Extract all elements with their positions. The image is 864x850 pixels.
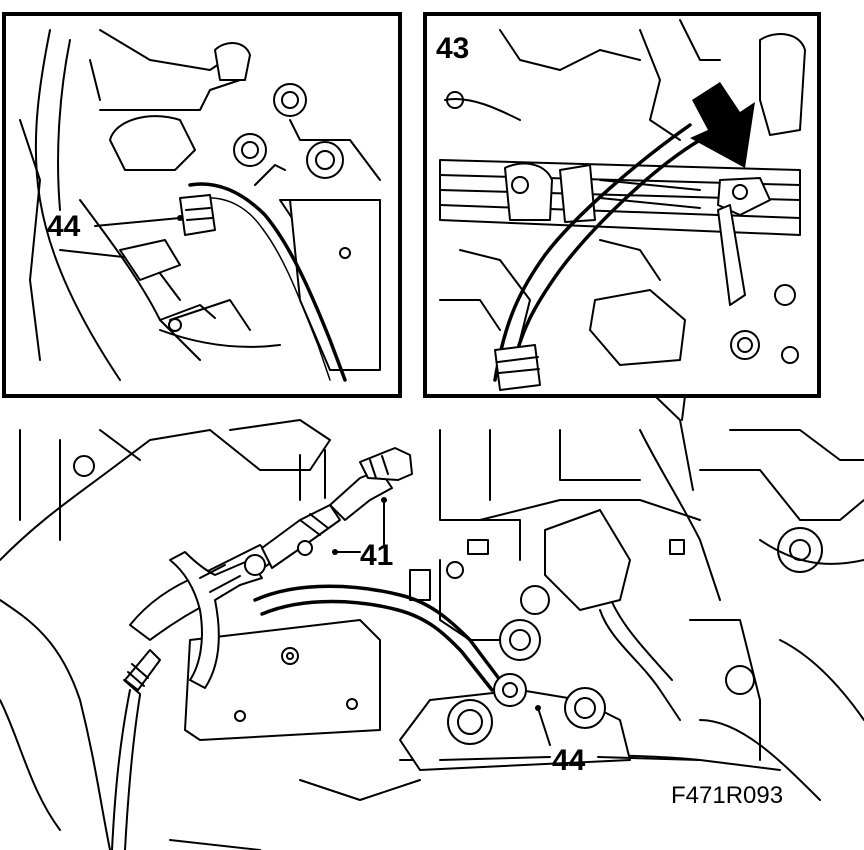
inset-left-label-44: 44 (47, 210, 81, 243)
inset-right-artwork (439, 19, 806, 391)
main-label-41: 41 (360, 539, 393, 572)
main-view (0, 419, 864, 850)
main-label-44: 44 (552, 744, 586, 777)
inset-left: 44 (2, 12, 402, 398)
direction-arrow-icon (690, 82, 755, 168)
inset-right: 43 (423, 12, 821, 398)
inset-right-leader (654, 395, 694, 491)
inset-left-artwork (19, 29, 381, 382)
main-callouts: 41 44 (332, 497, 701, 777)
inset-right-label-43: 43 (436, 32, 469, 65)
figure-id: F471R093 (671, 782, 783, 809)
